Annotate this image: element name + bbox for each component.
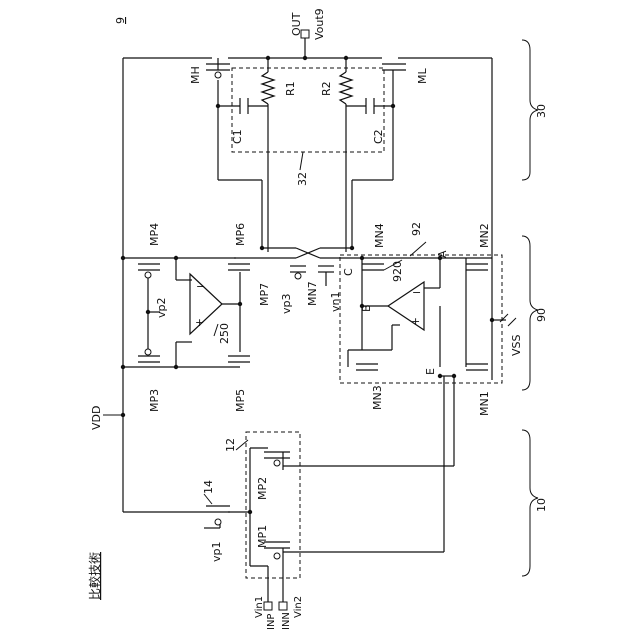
- transistor-mn4: [362, 264, 384, 270]
- label-r1: R1: [284, 81, 297, 96]
- opamp-920-minus: −: [412, 286, 421, 299]
- transistor-mp2: [264, 452, 290, 466]
- label-mp2: MP2: [256, 477, 269, 500]
- opamp-920-plus: +: [411, 315, 420, 328]
- label-mn3: MN3: [371, 385, 384, 410]
- transistor-mn1: [466, 364, 488, 370]
- label-vdd: VDD: [90, 406, 103, 430]
- transistor-mn2: [466, 264, 488, 270]
- figure-heading: 比較技術: [87, 552, 102, 600]
- label-out: OUT: [290, 12, 303, 36]
- label-mn1: MN1: [478, 391, 491, 416]
- label-vss: VSS: [510, 334, 523, 356]
- transistor-mh: [206, 58, 230, 78]
- label-32: 32: [296, 172, 309, 186]
- block-12-outline: [246, 432, 300, 578]
- transistor-mp3: [138, 349, 160, 362]
- label-c: C: [342, 268, 355, 276]
- transistor-mp5: [228, 356, 250, 362]
- label-vin2: Vin2: [293, 596, 304, 618]
- label-r2: R2: [320, 81, 333, 96]
- capacitor-c2: [366, 98, 374, 114]
- label-inp: INP: [266, 614, 277, 630]
- resistor-r1: [262, 72, 274, 104]
- label-10: 10: [535, 498, 548, 512]
- label-mp5: MP5: [234, 389, 247, 412]
- figure-number: 9: [114, 17, 127, 24]
- label-vin1: Vin1: [254, 596, 265, 618]
- transistor-mp4: [138, 264, 160, 278]
- label-ml: ML: [416, 68, 429, 84]
- label-92: 92: [410, 222, 423, 236]
- label-mp7: MP7: [258, 283, 271, 306]
- label-inn: INN: [281, 612, 292, 630]
- label-vout9: Vout9: [313, 8, 326, 40]
- transistor-mn7: [318, 266, 334, 286]
- label-c2: C2: [372, 129, 385, 144]
- label-250: 250: [218, 323, 231, 344]
- opamp-250-minus: −: [196, 280, 205, 293]
- label-b: B: [360, 304, 373, 312]
- label-mn2: MN2: [478, 223, 491, 248]
- label-mn7: MN7: [306, 281, 319, 306]
- opamp-250-plus: +: [195, 316, 204, 329]
- block-32-outline: [232, 68, 384, 152]
- label-mp1: MP1: [256, 525, 269, 548]
- resistor-r2: [340, 72, 352, 104]
- label-mp3: MP3: [148, 389, 161, 412]
- label-12: 12: [224, 438, 237, 452]
- label-vp1: vp1: [210, 542, 223, 563]
- label-920: 920: [391, 261, 404, 282]
- transistor-mp7: [290, 266, 306, 279]
- label-14: 14: [202, 480, 215, 494]
- transistor-ml: [382, 64, 406, 80]
- transistor-mp6: [228, 264, 250, 270]
- label-vp3: vp3: [280, 294, 293, 315]
- label-90: 90: [535, 308, 548, 322]
- label-c1: C1: [231, 129, 244, 144]
- label-mp4: MP4: [148, 223, 161, 246]
- wiring: [123, 38, 506, 602]
- inn-pin: [279, 602, 287, 610]
- transistor-mp14: [206, 506, 230, 525]
- label-30: 30: [535, 104, 548, 118]
- label-e: E: [424, 368, 437, 375]
- label-vn1: vn1: [329, 292, 342, 312]
- inp-pin: [264, 602, 272, 610]
- label-mp6: MP6: [234, 223, 247, 246]
- transistor-mn3: [356, 364, 378, 370]
- capacitor-c1: [240, 98, 248, 114]
- label-a: A: [436, 250, 449, 258]
- opamp-920: − +: [388, 282, 424, 330]
- label-vp2: vp2: [155, 298, 168, 319]
- label-mh: MH: [189, 66, 202, 84]
- label-mn4: MN4: [373, 223, 386, 248]
